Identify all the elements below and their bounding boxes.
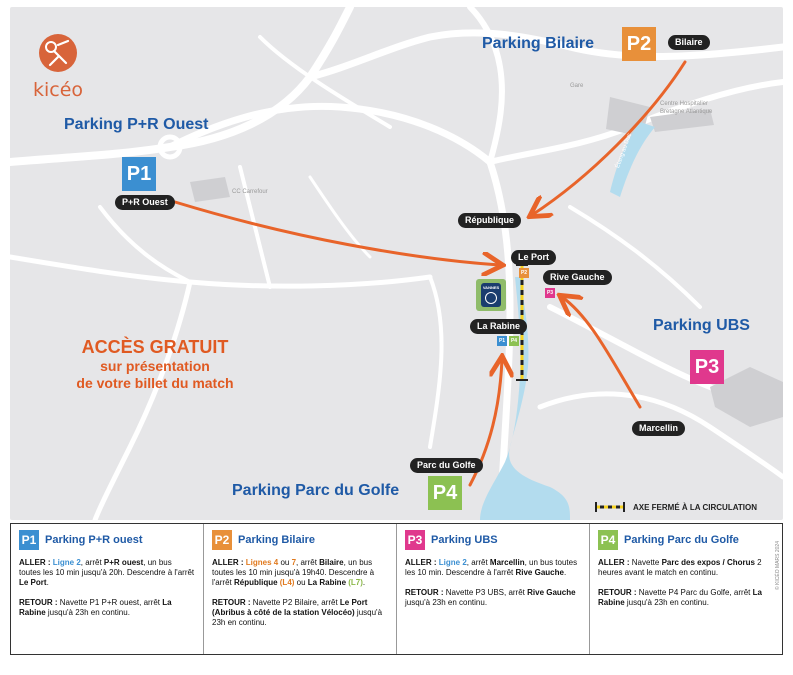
map-background bbox=[10, 7, 783, 520]
copyright: © KICÉO MARS 2024 bbox=[775, 541, 781, 590]
p3-title: Parking UBS bbox=[653, 317, 750, 334]
kiceo-logo: kicéo bbox=[28, 31, 88, 101]
access-map[interactable]: kicéo Parking P+R Ouest Parking Bilaire … bbox=[10, 7, 783, 520]
info-retour-p2: RETOUR : Navette P2 Bilaire, arrêt Le Po… bbox=[212, 598, 383, 627]
stop-le-port[interactable]: Le Port bbox=[511, 250, 557, 265]
mini-badge-p2: P2 bbox=[519, 268, 529, 278]
info-column-p2: P2 Parking Bilaire ALLER : Lignes 4 ou 7… bbox=[204, 524, 397, 654]
info-column-p4: P4 Parking Parc du Golfe ALLER : Navette… bbox=[590, 524, 782, 654]
stadium-ball-icon bbox=[485, 292, 497, 304]
p2-title: Parking Bilaire bbox=[482, 35, 595, 52]
stadium-logo-text: VANNES bbox=[482, 285, 500, 290]
info-panel: P1 Parking P+R ouest ALLER : Ligne 2, ar… bbox=[10, 523, 783, 655]
mini-badge-p3: P3 bbox=[545, 288, 555, 298]
info-badge-p1: P1 bbox=[19, 530, 39, 550]
info-retour-p4: RETOUR : Navette P4 Parc du Golfe, arrêt… bbox=[598, 588, 762, 607]
info-title-p4: Parking Parc du Golfe bbox=[624, 534, 739, 546]
kiceo-logo-text: kicéo bbox=[32, 79, 84, 101]
free-access-promo: ACCÈS GRATUIT sur présentation de votre … bbox=[50, 337, 260, 392]
stop-rive-gauche[interactable]: Rive Gauche bbox=[543, 270, 612, 285]
info-aller-p3: ALLER : Ligne 2, arrêt Marcellin, un bus… bbox=[405, 558, 578, 577]
stop-pr-ouest[interactable]: P+R Ouest bbox=[115, 195, 175, 210]
kiceo-logo-icon bbox=[39, 34, 77, 72]
stop-bilaire[interactable]: Bilaire bbox=[668, 35, 710, 50]
label-carrefour: CC Carrefour bbox=[232, 189, 268, 195]
info-column-p1: P1 Parking P+R ouest ALLER : Ligne 2, ar… bbox=[11, 524, 204, 654]
map-legend: AXE FERMÉ À LA CIRCULATION bbox=[595, 502, 757, 512]
info-aller-p4: ALLER : Navette Parc des expos / Chorus … bbox=[598, 558, 762, 577]
stop-marcellin[interactable]: Marcellin bbox=[632, 421, 686, 436]
legend-label: AXE FERMÉ À LA CIRCULATION bbox=[633, 502, 757, 512]
label-hospital-2: Bretagne Atlantique bbox=[660, 109, 713, 115]
mini-badge-p4: P4 bbox=[509, 336, 519, 346]
info-column-p3: P3 Parking UBS ALLER : Ligne 2, arrêt Ma… bbox=[397, 524, 590, 654]
p3-badge[interactable]: P3 bbox=[690, 350, 724, 384]
p4-badge[interactable]: P4 bbox=[428, 476, 462, 510]
info-badge-p3: P3 bbox=[405, 530, 425, 550]
info-badge-p4: P4 bbox=[598, 530, 618, 550]
info-retour-p3: RETOUR : Navette P3 UBS, arrêt Rive Gauc… bbox=[405, 588, 576, 607]
stop-la-rabine[interactable]: La Rabine bbox=[470, 319, 528, 334]
promo-title: ACCÈS GRATUIT bbox=[81, 337, 229, 357]
p1-badge[interactable]: P1 bbox=[122, 157, 156, 191]
p1-title: Parking P+R Ouest bbox=[64, 116, 209, 133]
stop-republique[interactable]: République bbox=[458, 213, 521, 228]
stop-parc-du-golfe[interactable]: Parc du Golfe bbox=[410, 458, 483, 473]
info-title-p3: Parking UBS bbox=[431, 534, 498, 546]
promo-line-3: de votre billet du match bbox=[76, 375, 234, 391]
mini-badge-p1: P1 bbox=[497, 336, 507, 346]
closed-axis-legend-icon bbox=[595, 502, 625, 512]
info-aller-p2: ALLER : Lignes 4 ou 7, arrêt Bilaire, un… bbox=[212, 558, 375, 587]
info-title-p1: Parking P+R ouest bbox=[45, 534, 143, 546]
label-gare: Gare bbox=[570, 83, 584, 89]
stadium-logo: VANNES bbox=[481, 283, 501, 307]
info-title-p2: Parking Bilaire bbox=[238, 534, 316, 546]
label-hospital-1: Centre Hospitalier bbox=[660, 101, 709, 107]
info-aller-p1: ALLER : Ligne 2, arrêt P+R ouest, un bus… bbox=[19, 558, 195, 587]
info-retour-p1: RETOUR : Navette P1 P+R ouest, arrêt La … bbox=[19, 598, 172, 617]
promo-line-2: sur présentation bbox=[100, 358, 210, 374]
info-badge-p2: P2 bbox=[212, 530, 232, 550]
p2-badge[interactable]: P2 bbox=[622, 27, 656, 61]
p4-title: Parking Parc du Golfe bbox=[232, 482, 400, 499]
